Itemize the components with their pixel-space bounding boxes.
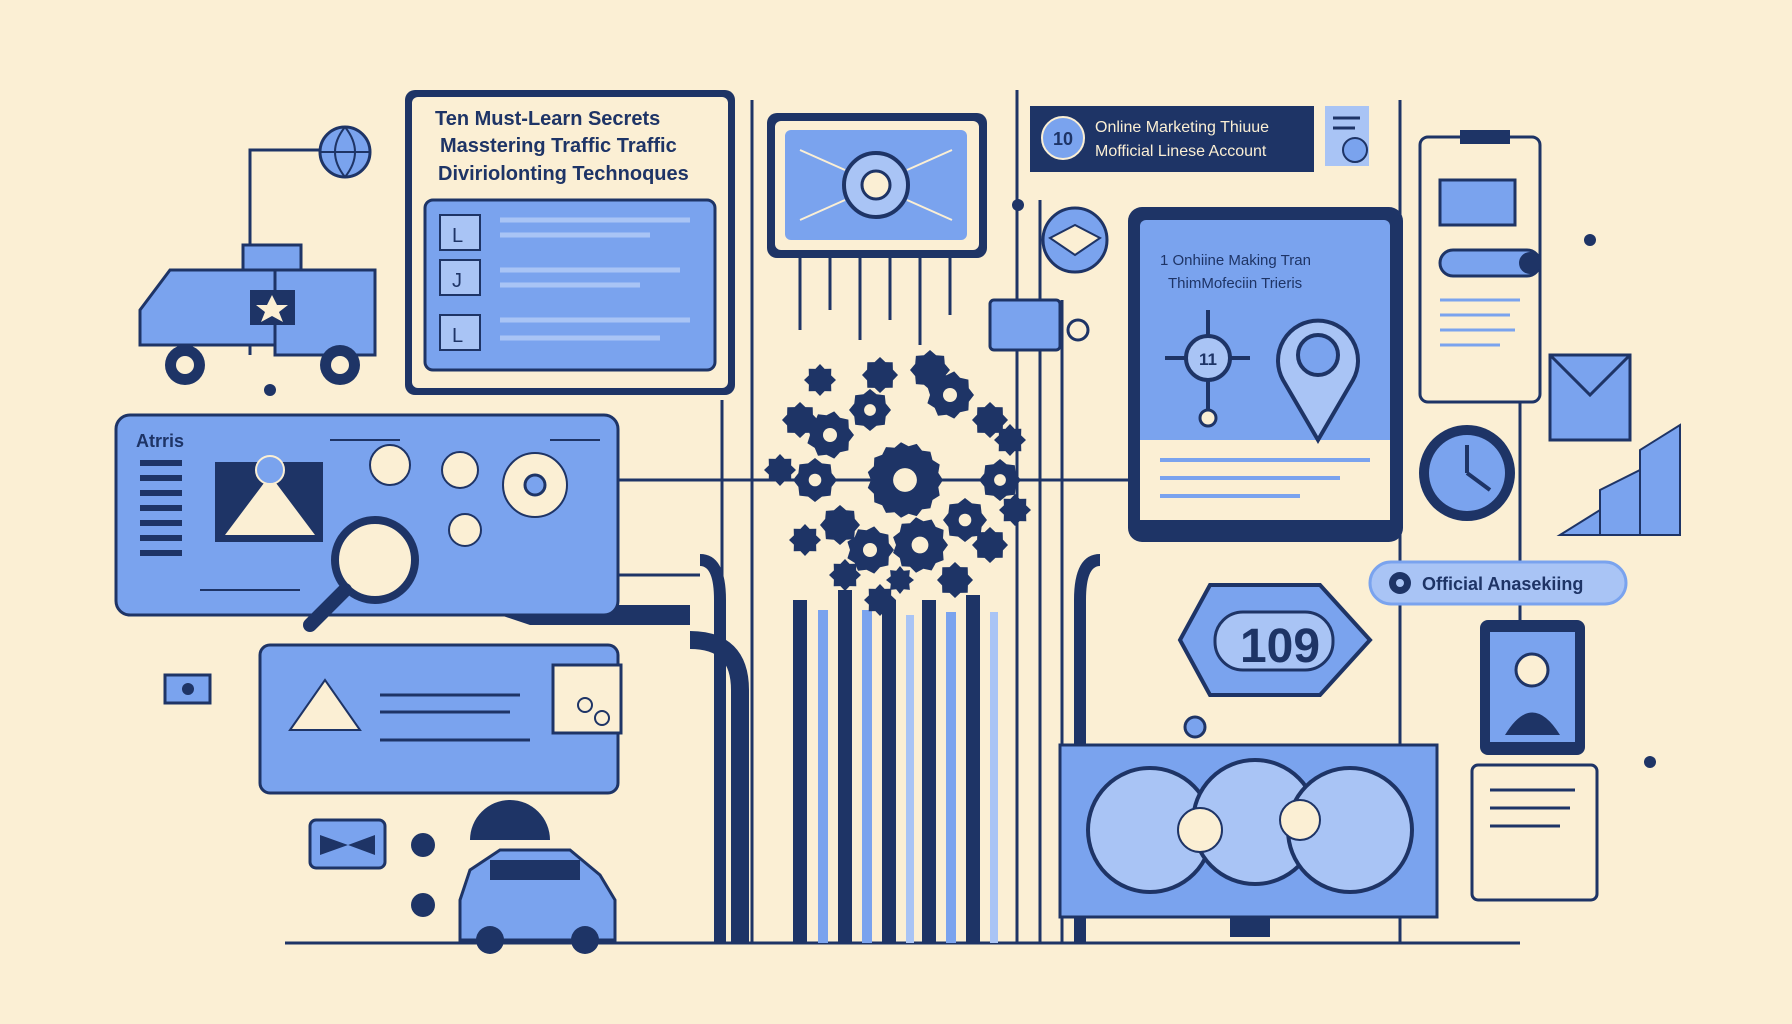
gear-hub-8: [863, 543, 877, 557]
clock-icon: [1419, 425, 1515, 521]
phone-document-widget: [1418, 130, 1632, 442]
headline-line-2: Masstering Traffic Traffic: [440, 135, 677, 157]
gear-19: [994, 424, 1026, 456]
mail-card: [163, 643, 623, 917]
bar-graph-icon: [1556, 423, 1681, 536]
magnifier-icon: [331, 516, 419, 604]
gear-21: [789, 524, 821, 556]
headline-line-1: Ten Must-Learn Secrets: [435, 108, 660, 130]
connector-dots: [264, 199, 1656, 768]
tablet-line-1: 1 Onhiine Making Tran: [1160, 252, 1311, 269]
header-badge-line-2: Mofficial Linese Account: [1095, 143, 1267, 160]
gear-16: [910, 350, 950, 390]
headline-line-3: Diviriolonting Technoques: [438, 163, 689, 185]
headline-panel: Ten Must-Learn Secrets Masstering Traffi…: [405, 90, 735, 395]
monitor-gear-icon: [767, 113, 987, 345]
header-badge-number: 10: [1053, 129, 1073, 149]
gear-hub-6: [808, 473, 822, 487]
gear-hub-1: [893, 468, 917, 492]
check-mark-2: J: [452, 270, 462, 292]
gear-7: [820, 505, 860, 545]
check-mark-3: L: [452, 325, 463, 347]
official-pill-button[interactable]: Official Anasekiing: [1368, 560, 1628, 606]
gear-hub-3: [864, 404, 876, 416]
left-panel-label: Atrris: [136, 431, 184, 451]
gear-cluster: [764, 350, 1031, 616]
gear-hub-10: [958, 513, 972, 527]
gear-icon: [1342, 137, 1368, 163]
gear-13: [937, 562, 973, 598]
gear-15: [782, 402, 818, 438]
left-dashboard-panel: Atrris: [114, 413, 620, 632]
delivery-truck-icon: [138, 125, 377, 385]
gear-14: [864, 584, 896, 616]
connector-node: [308, 818, 387, 870]
drone-icon: [988, 206, 1109, 352]
gear-23: [999, 494, 1031, 526]
check-mark-1: L: [452, 225, 463, 247]
header-badge: 10 Online Marketing Thiuue Mofficial Lin…: [1030, 106, 1369, 172]
tablet-panel: 1 Onhiine Making Tran ThimMofeciin Trier…: [1128, 207, 1403, 542]
tablet-line-2: ThimMofeciin Trieris: [1168, 275, 1302, 292]
gear-17: [862, 357, 898, 393]
data-stream-stripes: [699, 554, 1101, 943]
globe-monitor: [1058, 715, 1439, 937]
gear-hub-11: [994, 474, 1006, 486]
count-badge-value: 109: [1240, 620, 1320, 673]
header-badge-line-1: Online Marketing Thiuue: [1095, 119, 1269, 136]
gear-24: [886, 566, 914, 594]
user-phone-widget: [1470, 620, 1599, 902]
count-badge: 109: [1177, 583, 1373, 697]
gear-hub-2: [823, 428, 837, 442]
gear-22: [829, 559, 861, 591]
pill-button-label[interactable]: Official Anasekiing: [1422, 574, 1583, 594]
gear-18: [804, 364, 836, 396]
gear-20: [764, 454, 796, 486]
car-icon: [458, 800, 617, 954]
tablet-counter: 11: [1199, 350, 1217, 369]
small-gear-icon: [369, 444, 411, 486]
gear-hub-9: [911, 536, 929, 554]
envelope-icon: [288, 678, 362, 731]
gear-hub-4: [943, 388, 957, 402]
gear-12: [972, 527, 1008, 563]
